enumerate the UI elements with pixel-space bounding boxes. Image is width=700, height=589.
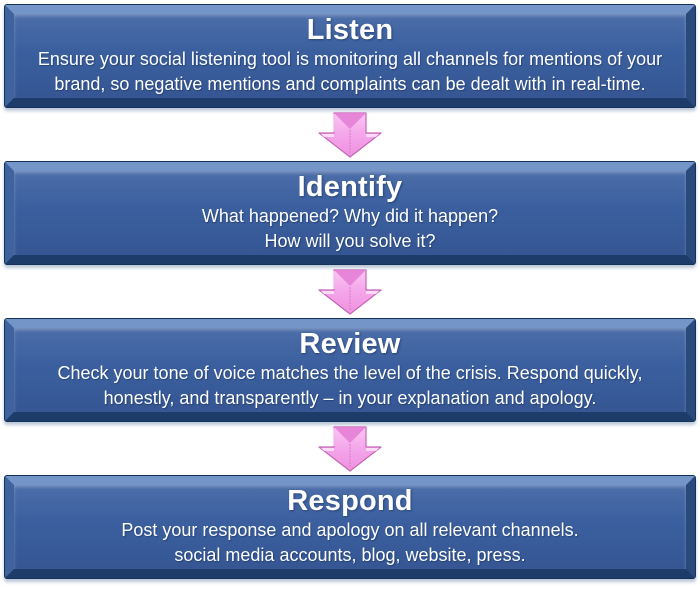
connector-row	[4, 422, 696, 475]
step-title: Respond	[287, 485, 413, 517]
step-box-face: Listen Ensure your social listening tool…	[14, 14, 686, 98]
down-arrow-icon	[318, 425, 382, 472]
step-description: Post your response and apology on all re…	[121, 520, 579, 565]
step-title: Review	[299, 328, 401, 360]
connector-row	[4, 108, 696, 161]
step-box-bevel: Identify What happened? Why did it happe…	[5, 162, 695, 264]
step-box-identify: Identify What happened? Why did it happe…	[4, 161, 696, 265]
step-box-review: Review Check your tone of voice matches …	[4, 318, 696, 422]
step-description: Ensure your social listening tool is mon…	[37, 49, 663, 94]
step-box-bevel: Review Check your tone of voice matches …	[5, 319, 695, 421]
step-box-bevel: Listen Ensure your social listening tool…	[5, 5, 695, 107]
step-box-face: Identify What happened? Why did it happe…	[14, 171, 686, 255]
down-arrow-icon	[318, 111, 382, 158]
step-box-face: Respond Post your response and apology o…	[14, 485, 686, 569]
step-box-respond: Respond Post your response and apology o…	[4, 475, 696, 579]
step-title: Listen	[306, 14, 394, 46]
step-description: Check your tone of voice matches the lev…	[57, 363, 643, 408]
down-arrow-icon	[318, 268, 382, 315]
step-box-listen: Listen Ensure your social listening tool…	[4, 4, 696, 108]
step-box-bevel: Respond Post your response and apology o…	[5, 476, 695, 578]
connector-row	[4, 265, 696, 318]
step-box-face: Review Check your tone of voice matches …	[14, 328, 686, 412]
step-description: What happened? Why did it happen? How wi…	[201, 206, 499, 251]
step-title: Identify	[297, 171, 403, 203]
